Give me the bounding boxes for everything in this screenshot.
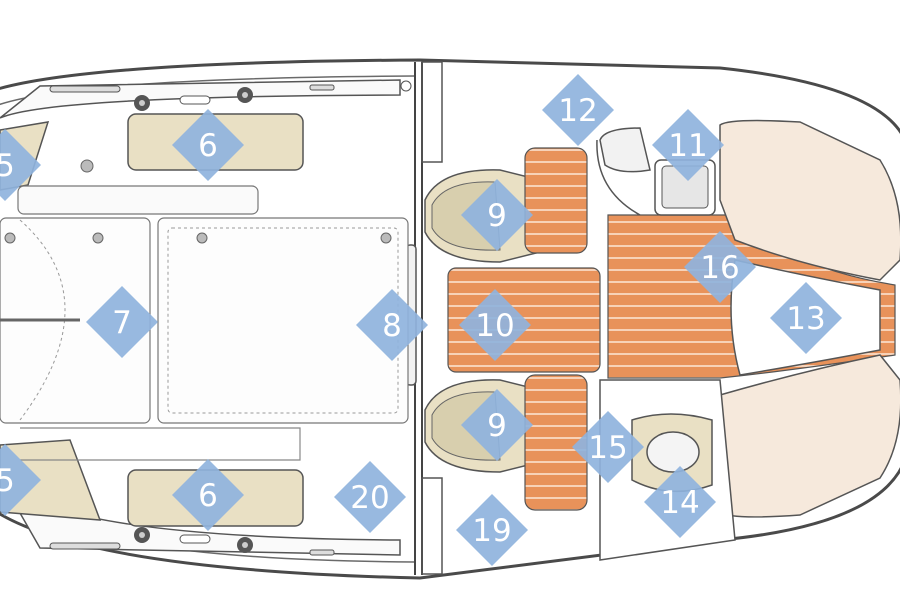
marker-number: 14 [660, 485, 699, 521]
marker-diamond [172, 459, 244, 531]
marker-number: 9 [487, 408, 507, 444]
marker-sunpad-port: 6 [172, 109, 244, 181]
fasteners [4, 159, 392, 244]
marker-diamond [644, 466, 716, 538]
marker-sunpad-stbd: 6 [172, 459, 244, 531]
galley-sink [599, 127, 651, 173]
marker-number: 6 [198, 478, 218, 514]
marker-diamond [542, 74, 614, 146]
marker-number: 10 [475, 308, 514, 344]
windscreen-frame [421, 61, 443, 163]
marker-cockpit: 7 [86, 286, 158, 358]
marker-fwd-deck: 16 [684, 231, 756, 303]
marker-windscreen: 8 [356, 289, 428, 361]
grab-rail-top [49, 85, 121, 93]
marker-diamond [770, 282, 842, 354]
marker-diamond [461, 389, 533, 461]
locker-wall [596, 139, 641, 216]
marker-number: 6 [198, 128, 218, 164]
cockpit-inner [167, 227, 399, 414]
table-arc [19, 219, 66, 421]
marker-number: 12 [558, 93, 597, 129]
marker-diamond [0, 444, 41, 516]
marker-bow-cushion: 13 [770, 282, 842, 354]
marker-aft-port: 5 [0, 129, 41, 201]
aft-bench-top [17, 185, 259, 215]
marker-seat-stbd: 9 [461, 389, 533, 461]
marker-number: 9 [487, 198, 507, 234]
marker-deck-fwd: 12 [542, 74, 614, 146]
marker-diamond [461, 179, 533, 251]
hardware-bottom [134, 527, 335, 556]
marker-sidedeck: 19 [456, 494, 528, 566]
teak-fwd-strip [524, 147, 588, 254]
bow-cushion-bottom [719, 354, 900, 518]
marker-number: 15 [588, 430, 627, 466]
marker-locker: 15 [572, 411, 644, 483]
marker-number: 5 [0, 148, 15, 184]
windscreen-frame-low [421, 477, 443, 575]
marker-diamond [334, 461, 406, 533]
marker-number: 20 [350, 480, 389, 516]
marker-diamond [356, 289, 428, 361]
bow-cushion-top [719, 119, 900, 281]
grab-rail-bottom [49, 542, 121, 550]
head-bowl [646, 431, 700, 473]
marker-number: 16 [700, 250, 739, 286]
marker-number: 5 [0, 463, 15, 499]
marker-head: 14 [644, 466, 716, 538]
marker-helm-deck: 10 [459, 289, 531, 361]
marker-diamond [86, 286, 158, 358]
marker-diamond [652, 109, 724, 181]
marker-diamond [459, 289, 531, 361]
marker-number: 7 [112, 305, 132, 341]
marker-aft-sidedeck: 20 [334, 461, 406, 533]
marker-diamond [572, 411, 644, 483]
marker-diamond [172, 109, 244, 181]
marker-number: 19 [472, 513, 511, 549]
marker-diamond [684, 231, 756, 303]
marker-number: 13 [786, 301, 825, 337]
aft-bench-bottom [20, 427, 301, 461]
marker-number: 8 [382, 308, 402, 344]
marker-diamond [0, 129, 41, 201]
marker-galley: 11 [652, 109, 724, 181]
marker-number: 11 [668, 128, 707, 164]
marker-aft-stbd: 5 [0, 444, 41, 516]
marker-diamond [456, 494, 528, 566]
marker-seat-port: 9 [461, 179, 533, 251]
hardware-top [134, 80, 412, 111]
